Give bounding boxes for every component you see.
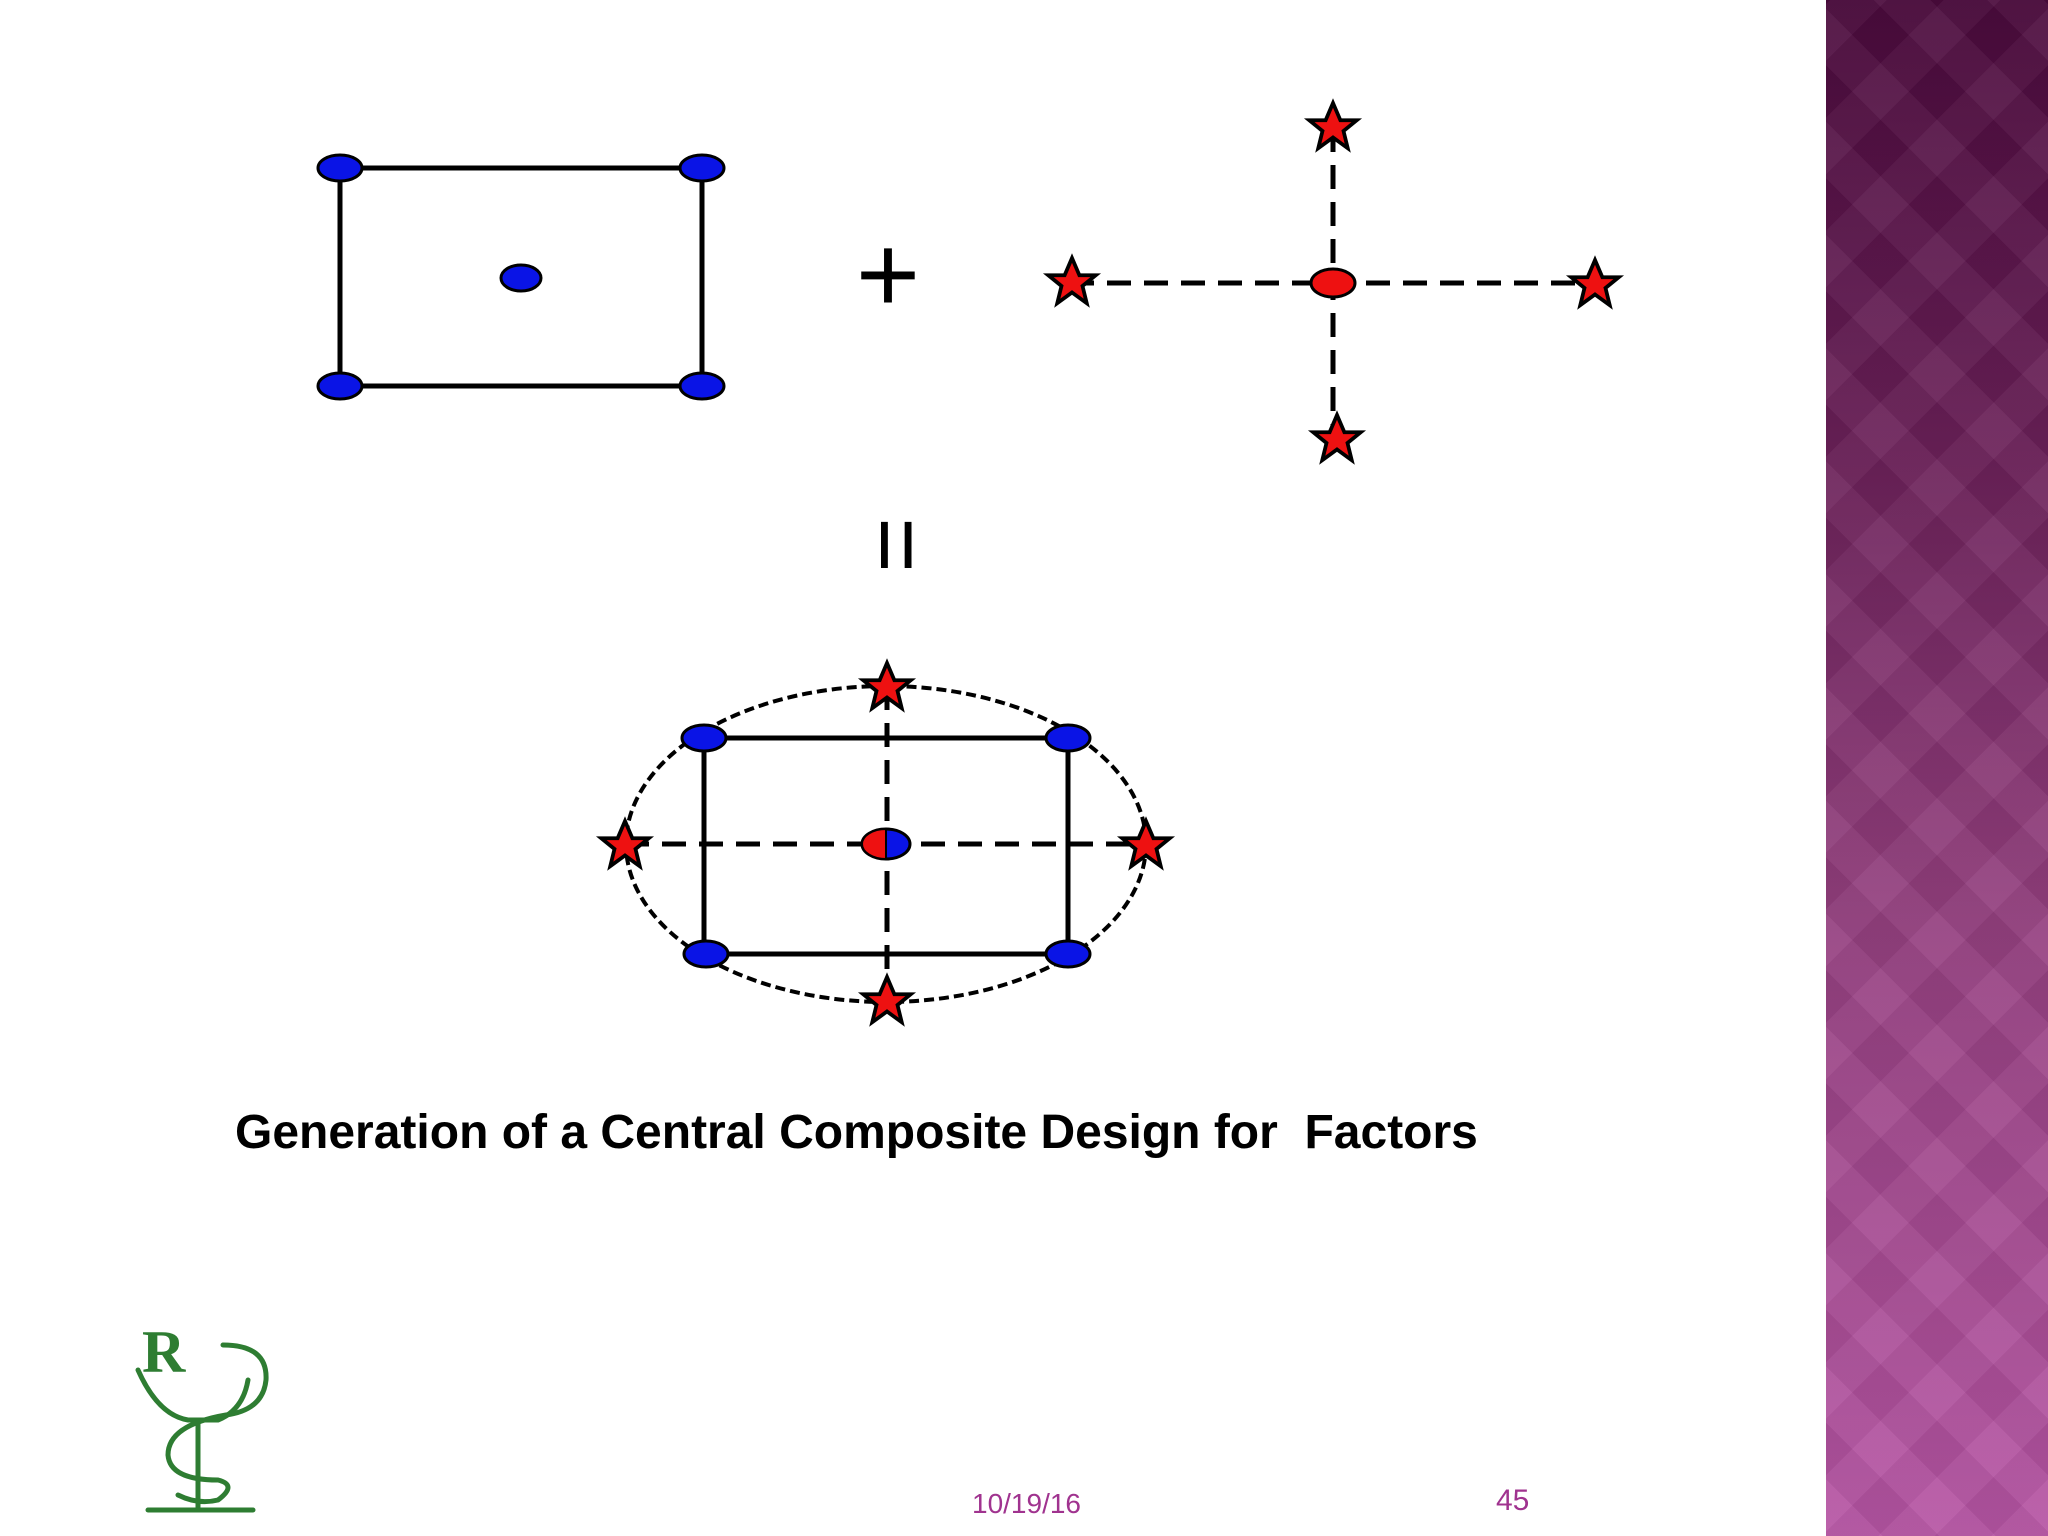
ccd-axial-star-point [599, 819, 651, 869]
slide-date: 10/19/16 [972, 1488, 1081, 1519]
pharmacy-logo-icon: R [135, 1320, 269, 1513]
ccd-center-point [860, 827, 912, 861]
svg-text:R: R [142, 1320, 186, 1385]
ccd-diagram: + = [316, 101, 1621, 1025]
slide-page-number: 45 [1496, 1484, 1530, 1517]
ccd-factorial-point [1044, 939, 1092, 969]
axial-star-point [1569, 258, 1621, 308]
factorial-point [678, 371, 726, 401]
ccd-factorial-point [680, 723, 728, 753]
factorial-square [337, 165, 705, 389]
axial-design [1046, 101, 1621, 463]
ccd-factorial-point [1044, 723, 1092, 753]
axial-center-point [1309, 267, 1357, 299]
decorative-side-band [1826, 0, 2048, 1536]
center-point [499, 263, 543, 293]
axial-star-point [1046, 256, 1098, 306]
plus-symbol: + [856, 213, 920, 336]
axial-star-point [1311, 413, 1363, 463]
equals-symbol: = [844, 517, 950, 572]
factorial-design [316, 153, 726, 401]
factorial-point [316, 153, 364, 183]
ccd-axial-star-point [861, 975, 913, 1025]
diagram-caption: Generation of a Central Composite Design… [235, 1106, 1478, 1159]
factorial-point [678, 153, 726, 183]
ccd-factorial-point [682, 939, 730, 969]
central-composite-design [599, 661, 1172, 1025]
factorial-point [316, 371, 364, 401]
